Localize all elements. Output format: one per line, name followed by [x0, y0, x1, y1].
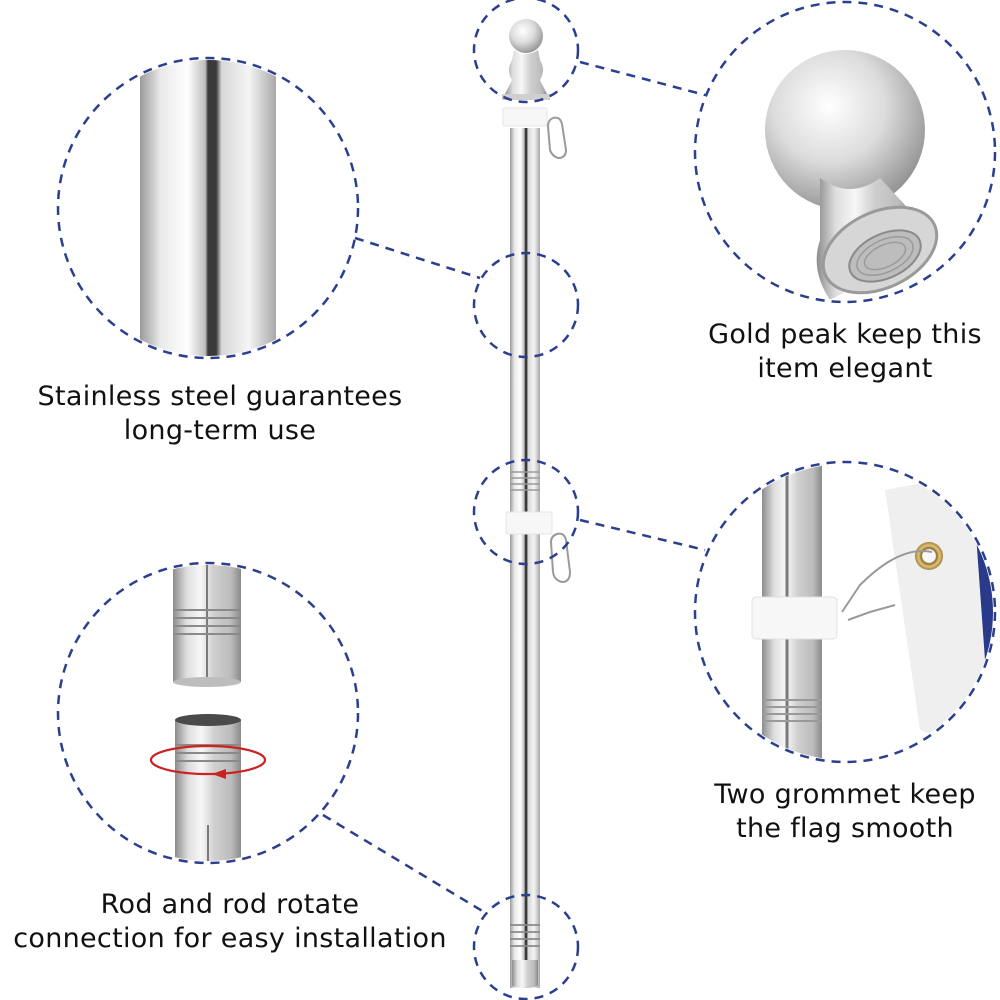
pole-bottom-ribs: [510, 924, 540, 947]
flag-pole: [510, 128, 540, 988]
caption-rod-connection: Rod and rod rotate connection for easy i…: [0, 888, 460, 956]
caption-peak-line1: Gold peak keep this: [708, 319, 982, 350]
joint-marker-circle: [472, 893, 580, 1000]
mid-flag-clip: [505, 511, 572, 584]
caption-grommet-line2: the flag smooth: [736, 813, 954, 844]
grommet-icon: [915, 542, 943, 570]
pole-marker-circles: [472, 0, 580, 1000]
steel-detail-callout: [56, 56, 360, 360]
rod-connection-detail-callout: [56, 561, 360, 865]
rotate-arrow-icon: [149, 744, 267, 776]
caption-steel-line2: long-term use: [123, 415, 317, 446]
caption-gold-peak: Gold peak keep this item elegant: [690, 318, 1000, 386]
caption-rod-line2: connection for easy installation: [13, 923, 447, 954]
clip-marker-circle: [472, 458, 580, 566]
caption-steel-line1: Stainless steel guarantees: [37, 381, 403, 412]
pole-mid-ribs: [510, 471, 540, 491]
callout-connectors: [322, 60, 706, 914]
rotate-arrow-head-icon: [212, 769, 226, 779]
caption-peak-line2: item elegant: [757, 353, 933, 384]
top-flag-clip: [502, 107, 568, 160]
caption-stainless-steel: Stainless steel guarantees long-term use: [0, 380, 440, 448]
caption-rod-line1: Rod and rod rotate: [100, 889, 360, 920]
peak-detail-callout: [693, 0, 997, 304]
grommet-detail-callout: [693, 460, 997, 764]
caption-grommet-line1: Two grommet keep: [714, 779, 976, 810]
ball-finial: [502, 19, 550, 100]
peak-marker-circle: [472, 0, 580, 104]
steel-marker-circle: [472, 251, 580, 359]
caption-grommet: Two grommet keep the flag smooth: [690, 778, 1000, 846]
